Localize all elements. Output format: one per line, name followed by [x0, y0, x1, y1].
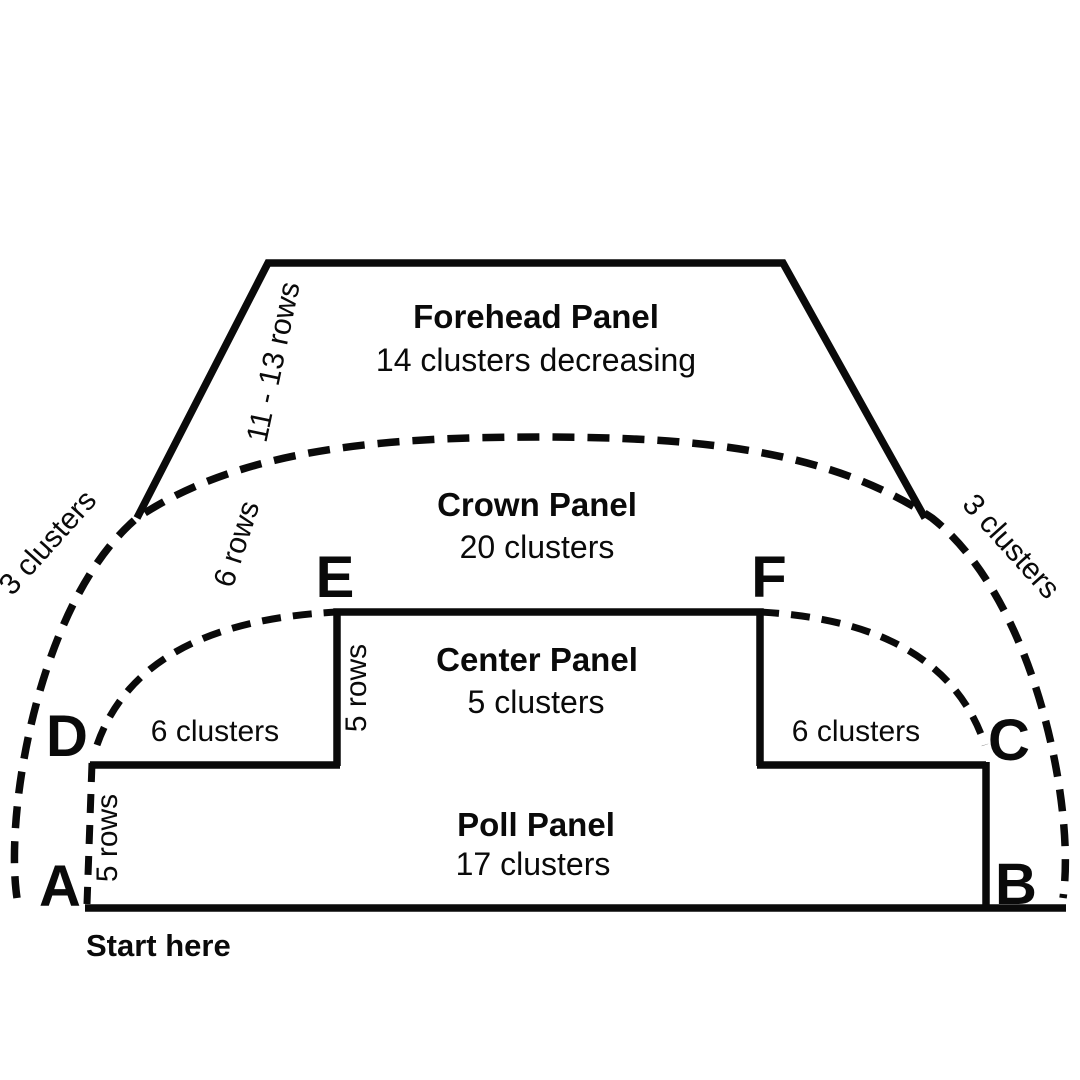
poll-rows-label: 5 rows	[91, 794, 124, 882]
point-label-f: F	[751, 545, 786, 610]
forehead-panel-outline	[133, 259, 929, 520]
poll-panel-title: Poll Panel	[457, 806, 615, 843]
crown-inner-arc-right	[759, 608, 989, 747]
center-left-clusters-label: 6 clusters	[151, 715, 279, 748]
point-label-d: D	[46, 704, 88, 769]
point-label-e: E	[316, 545, 355, 610]
crown-inner-arc-left	[93, 608, 338, 747]
start-here-label: Start here	[86, 928, 231, 963]
crown-outer-arc	[10, 433, 1070, 899]
crown-panel-title: Crown Panel	[437, 486, 637, 523]
poll-panel-left-dashed-line	[83, 762, 96, 905]
crown-rows-label: 6 rows	[208, 497, 267, 591]
center-rows-label: 5 rows	[340, 644, 373, 732]
center-panel-outline	[333, 608, 764, 766]
crown-panel-subtitle: 20 clusters	[460, 529, 615, 565]
poll-panel-subtitle: 17 clusters	[456, 846, 611, 882]
center-panel-subtitle: 5 clusters	[468, 684, 605, 720]
forehead-panel-title: Forehead Panel	[413, 298, 659, 335]
point-label-b: B	[995, 852, 1037, 917]
center-panel-title: Center Panel	[436, 641, 638, 678]
forehead-panel-subtitle: 14 clusters decreasing	[376, 342, 696, 378]
center-right-clusters-label: 6 clusters	[792, 715, 920, 748]
point-label-c: C	[988, 708, 1030, 773]
crown-right-clusters-label: 3 clusters	[956, 488, 1066, 605]
point-label-a: A	[39, 854, 81, 919]
